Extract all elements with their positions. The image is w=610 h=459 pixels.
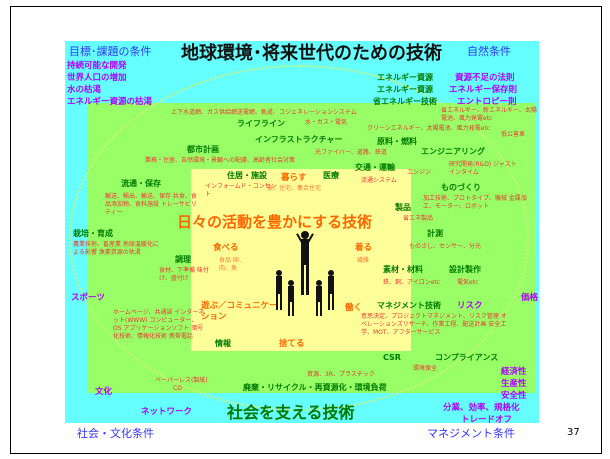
housing-label: 住居・施設 — [227, 171, 267, 180]
wear-label: 着る — [355, 243, 373, 253]
traffic-label: 交通・運輸 — [355, 163, 395, 172]
lifeline-desc: 上下水道網、ガス供給網送電網、軌道、コジェネレーションシステム — [171, 109, 357, 116]
header-management: マネジメント条件 — [427, 427, 515, 440]
traffic-desc: 流通システム — [361, 177, 397, 184]
distrib-label: 流通・保存 — [121, 179, 161, 188]
housing-desc: インフォームド・コンセント — [205, 183, 277, 198]
cook-label: 調理 — [175, 255, 191, 264]
product-label: 製品 — [395, 203, 411, 212]
agri-desc: 農業技術、畜産業 地球温暖化による影響 漁業資源の枯渇 — [73, 241, 159, 256]
recycle-label: 廃棄・リサイクル・再資源化・環境負荷 — [243, 383, 387, 392]
distrib-desc: 輸送、積出、輸送、保存 共食、食品添加物、食料施設 トレーサビリティー — [105, 193, 197, 216]
materials2-desc: 鉄、銅、アイロンetc — [383, 279, 441, 286]
bottom-title: 社会を支える技術 — [227, 403, 355, 422]
agri-label: 栽培・育成 — [73, 229, 113, 238]
cd-label: CD — [173, 385, 182, 392]
header-society: 社会・文化条件 — [77, 427, 154, 440]
live-label: 暮らす — [281, 173, 307, 183]
work-label: 働く — [345, 303, 363, 313]
engineering-label: エンジニアリング — [421, 147, 485, 156]
info-label: 情報 — [215, 339, 231, 348]
header-goals: 目標･課題の条件 — [69, 45, 152, 58]
make-label: ものづくり — [441, 183, 481, 192]
slide: 目標･課題の条件 地球環境･将来世代のための技術 自然条件 社会・文化条件 マネ… — [10, 6, 602, 454]
dotted-ring — [69, 65, 529, 411]
nature-label-4: 資源不足の法則 — [455, 73, 515, 83]
center-main-title: 日々の活動を豊かにする技術 — [177, 213, 373, 231]
medical-label: 医療 — [323, 171, 339, 180]
culture-label: 文化 — [95, 387, 113, 397]
nature-label-3: 省エネルギー技術 — [373, 97, 437, 106]
header-nature: 自然条件 — [467, 45, 511, 58]
discard-label: 捨てる — [279, 339, 305, 349]
item-productivity: 生産性 — [501, 379, 527, 389]
infra-title: インフラストラクチャー — [255, 135, 343, 144]
play-label: 遊ぶ／コミュニケーション — [201, 301, 278, 322]
item-economy: 経済性 — [501, 367, 527, 377]
energy-desc: 省エネルギー、新エネルギー、太陽電池、風力発電etc — [441, 107, 537, 122]
goal-3: 水の枯渇 — [67, 85, 102, 95]
goal-4: エネルギー資源の枯渇 — [67, 97, 153, 107]
sports-label: スポーツ — [71, 293, 105, 303]
risk-label: リスク — [457, 301, 483, 311]
people-figure-icon — [276, 231, 334, 316]
materials2-label: 素材・材料 — [383, 265, 423, 274]
reuse-label: 低公害車 — [501, 131, 526, 138]
paper-label: ペーパーレス(製紙) — [155, 377, 208, 384]
recycle-desc: 資源、3R、プラスチック — [307, 371, 375, 378]
nature-label-5: エネルギー保存則 — [449, 85, 518, 95]
csr-label: CSR — [383, 353, 401, 362]
page-title: 地球環境･将来世代のための技術 — [181, 43, 442, 64]
make-desc: 加工技術、プロトタイプ、機械 金属加工、モーター、ロボット — [423, 195, 527, 210]
product-desc: 省エネ製品 — [403, 215, 434, 222]
page-number: 37 — [567, 427, 580, 438]
eat-label: 食べる — [213, 243, 239, 253]
nature-label-6: エントロピー則 — [457, 97, 517, 107]
measure-desc: ものさし、センサー、分光 — [409, 243, 481, 250]
compliance-label: コンプライアンス — [435, 353, 499, 362]
live-desc: 家、住宅、集合住宅 — [267, 185, 322, 192]
tradeoff-label: トレードオフ — [461, 415, 513, 425]
nature-label-2: エネルギー資源 — [377, 85, 433, 94]
fiber-label: 光ファイバー、道路、鉄道 — [315, 149, 387, 156]
internet-desc: ホームページ、共通語 インターネット(WWW) コンピューター、OS アプリケー… — [113, 309, 205, 340]
clean-energy-label: クリーンエネルギー、太陽電池、風力発電etc — [367, 125, 490, 132]
item-safety: 安全性 — [501, 391, 527, 401]
design-label: 設計製作 — [449, 265, 481, 274]
csr-desc: 環境保全 — [413, 365, 438, 372]
wear-desc: 繊維 — [357, 257, 370, 264]
lifeline-label: ライフライン — [237, 119, 285, 128]
urban-label: 都市計画 — [187, 145, 219, 154]
materials-label: 原料・燃料 — [377, 137, 417, 146]
goal-1: 持続可能な開発 — [67, 61, 127, 71]
nature-label-1: エネルギー資源 — [377, 73, 433, 82]
engine-label: エンジン — [407, 169, 432, 176]
mgmt-desc: 意思決定、プロジェクトマネジメント、リスク管理 オペレーションズリサーチ、作業工… — [361, 313, 507, 336]
split-label: 分業、効率、規格化 — [443, 403, 520, 413]
cook-desc: 食材、下準備 味付け、盛付け — [159, 267, 209, 282]
mgmt-label: マネジメント技術 — [377, 301, 441, 310]
measure-label: 計測 — [427, 229, 443, 238]
design-desc: 電気etc — [457, 279, 479, 286]
urban-desc: 業務・住居、自然環境・景観への配慮、高齢者社会対策 — [145, 157, 296, 164]
eat-desc: 食品 卵、肉、魚 — [219, 257, 245, 272]
engineering-desc: 研究開発(R&D) ジャストインタイム — [449, 161, 517, 176]
water-gas-label: 水・ガス・電気 — [305, 119, 348, 126]
price-label: 価格 — [521, 293, 539, 303]
network-label: ネットワーク — [141, 407, 193, 417]
goal-2: 世界人口の増加 — [67, 73, 127, 83]
